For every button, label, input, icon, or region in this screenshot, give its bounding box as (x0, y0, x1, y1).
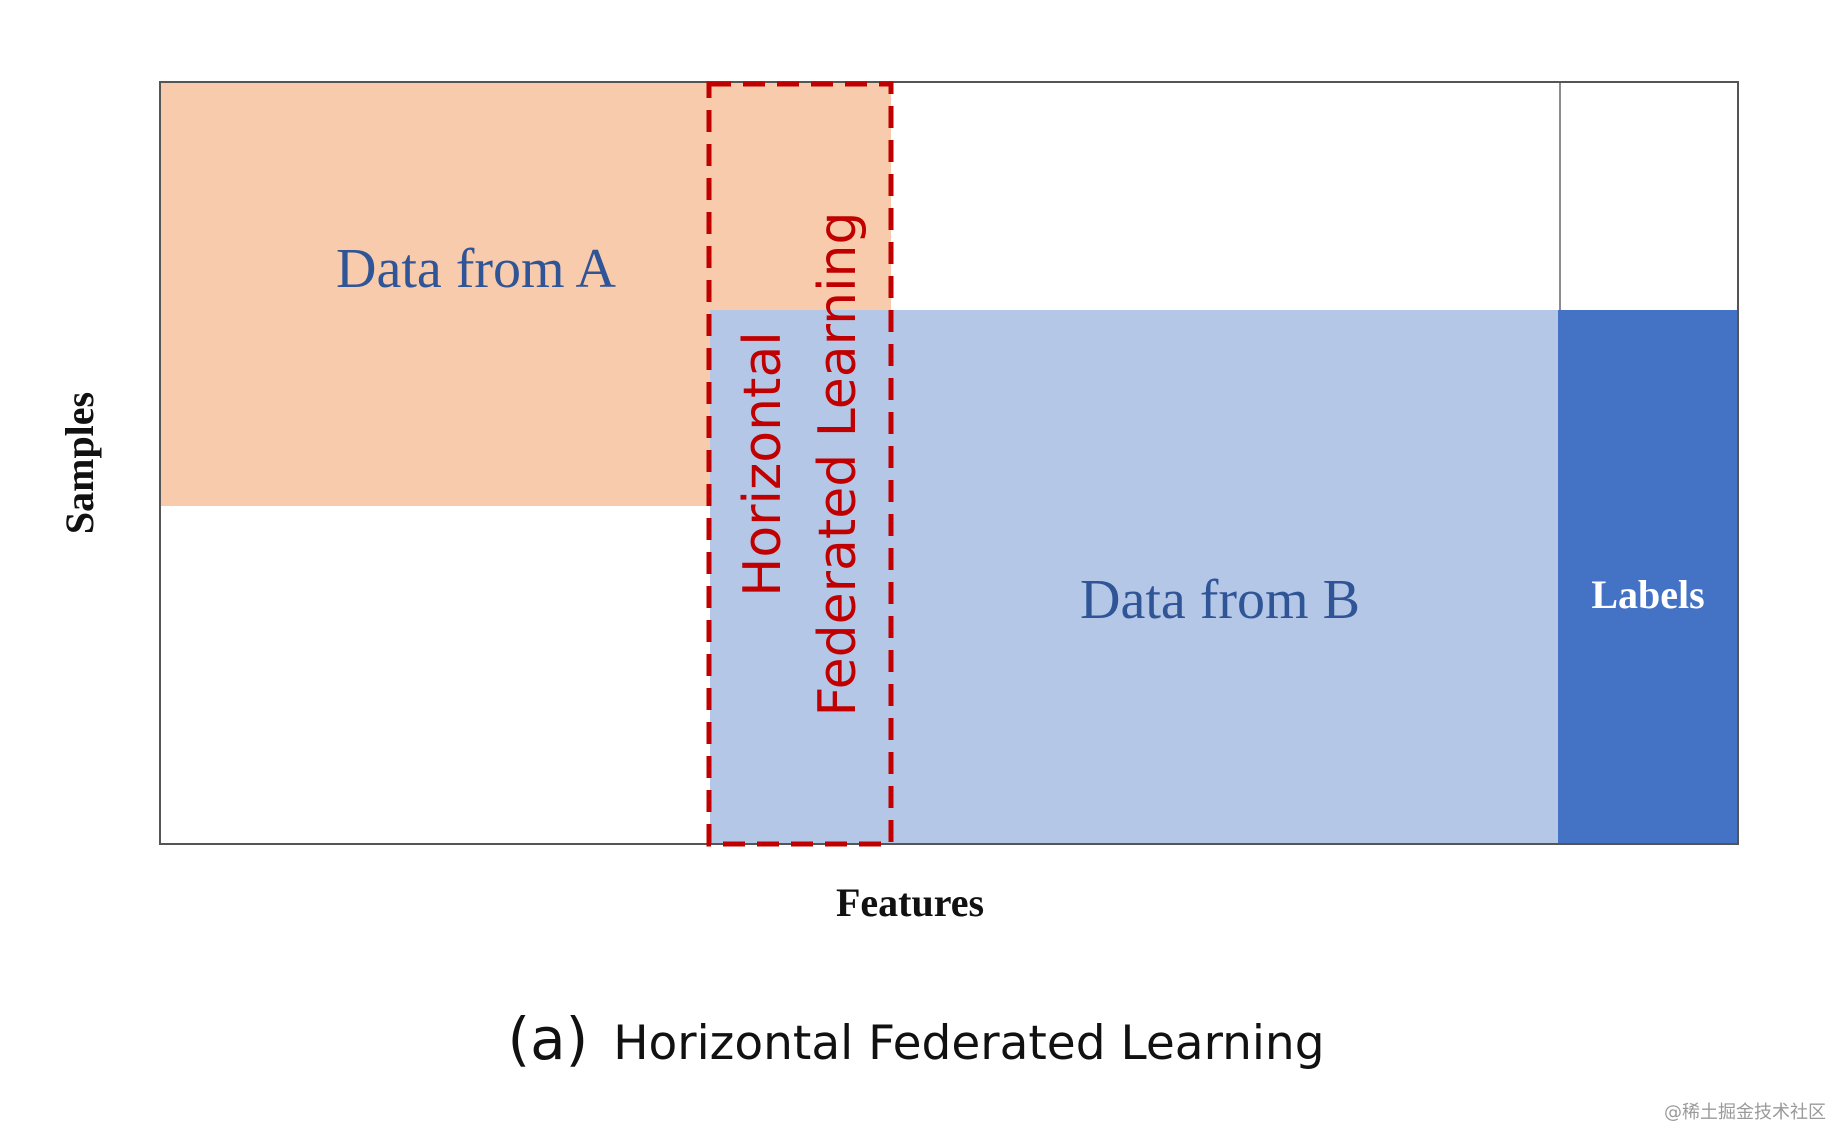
data-a-label: Data from A (336, 238, 616, 300)
figure-caption: (a) Horizontal Federated Learning (0, 1005, 1832, 1073)
caption-text: Horizontal Federated Learning (613, 1016, 1325, 1071)
horizontal-fl-overlap-box (706, 81, 894, 847)
overlap-label-line1: Horizontal (733, 331, 793, 597)
labels-label: Labels (1591, 572, 1704, 617)
y-axis-label: Samples (57, 392, 102, 534)
overlap-lower-region (710, 506, 891, 844)
labels-region (1558, 310, 1738, 844)
data-b-label: Data from B (1080, 569, 1360, 631)
data-space-border (159, 81, 1739, 845)
x-axis-label: Features (836, 880, 984, 925)
watermark: @稀土掘金技术社区 (1664, 1102, 1826, 1123)
overlap-label-line2: Federated Learning (808, 212, 868, 717)
caption-tag: (a) (507, 1005, 589, 1073)
